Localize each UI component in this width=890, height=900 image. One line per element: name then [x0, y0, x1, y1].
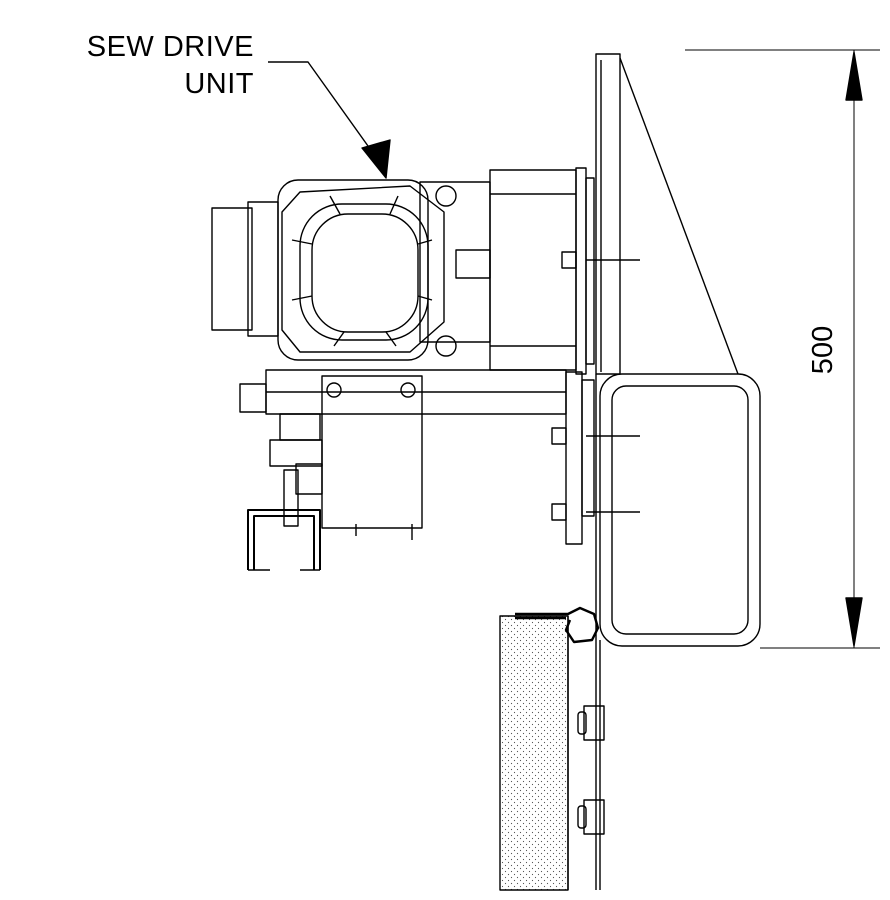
dimension-lines [685, 49, 880, 649]
wall-post [499, 374, 601, 891]
dimension-label: 500 [807, 326, 839, 374]
dimension-arrow-top [845, 51, 863, 101]
mounting-plate [595, 53, 739, 375]
concrete-wall [499, 615, 569, 891]
dimension-arrow-bottom [845, 597, 863, 647]
support-arm [239, 369, 567, 540]
trolley-gripper [247, 413, 323, 571]
edge-profile [515, 606, 600, 644]
sew-drive-unit [211, 179, 445, 361]
callout-label-line1: SEW DRIVE [86, 31, 254, 63]
callout-arrowhead [361, 139, 391, 179]
callout-label-line2: UNIT [184, 68, 254, 100]
callout-leader [268, 61, 391, 179]
rhs-beam [599, 373, 761, 647]
hinge-brackets [577, 705, 605, 835]
